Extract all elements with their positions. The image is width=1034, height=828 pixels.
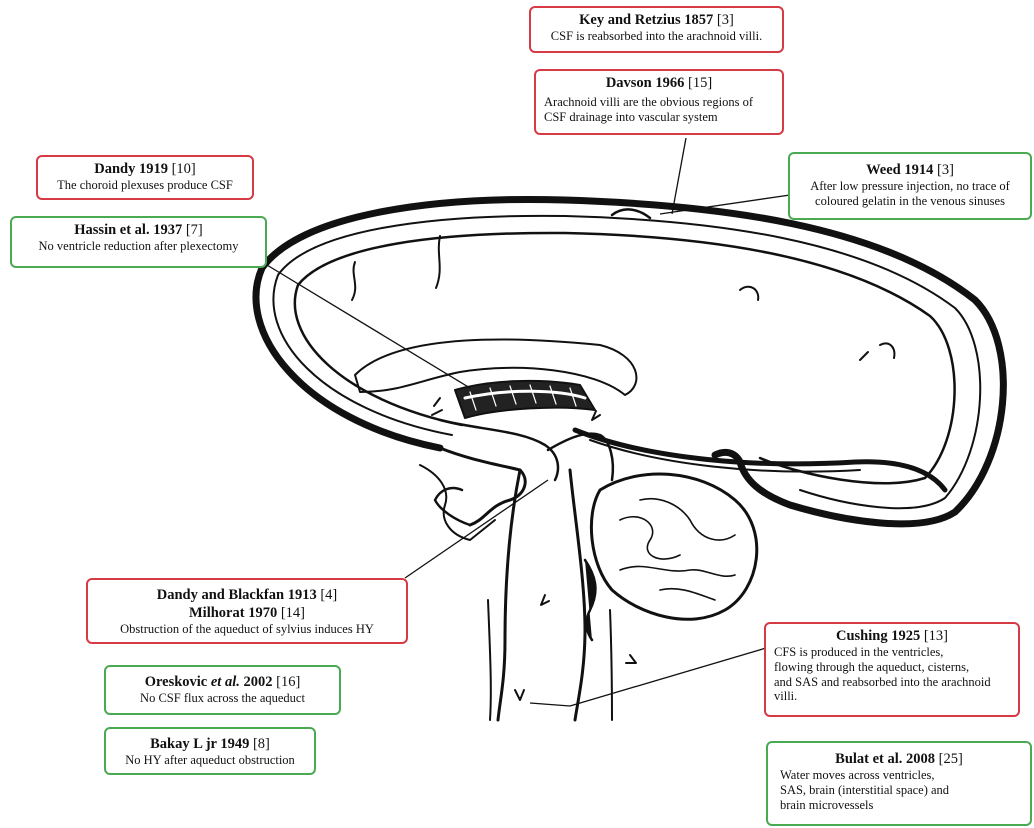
cerebellum xyxy=(591,474,756,619)
flow-arrow xyxy=(860,352,868,360)
finding-text-2: flowing through the aqueduct, cisterns, xyxy=(774,660,1010,675)
connector-cushing-2 xyxy=(530,703,570,706)
finding-text-1: Arachnoid villi are the obvious regions … xyxy=(544,95,774,110)
author: Weed 1914 xyxy=(866,162,933,178)
dandy-blackfan-box: Dandy and Blackfan 1913 [4] Milhorat 197… xyxy=(86,578,408,644)
dandy-1919-box: Dandy 1919 [10] The choroid plexuses pro… xyxy=(36,155,254,200)
author: Dandy 1919 xyxy=(94,161,168,177)
author: Key and Retzius 1857 xyxy=(579,12,713,28)
ref: [25] xyxy=(939,751,963,767)
flow-arrow xyxy=(515,690,524,700)
cerebellum-folia xyxy=(620,499,735,600)
bakay-box: Bakay L jr 1949 [8] No HY after aqueduct… xyxy=(104,727,316,775)
finding-text-1: CFS is produced in the ventricles, xyxy=(774,645,1010,660)
brainstem-posterior xyxy=(570,470,585,720)
weed-box: Weed 1914 [3] After low pressure injecti… xyxy=(788,152,1032,220)
author-em: et al. xyxy=(211,674,240,690)
davson-box: Davson 1966 [15] Arachnoid villi are the… xyxy=(534,69,784,135)
finding-text-3: and SAS and reabsorbed into the arachnoi… xyxy=(774,675,1010,690)
pituitary xyxy=(435,488,470,525)
arachnoid-villus xyxy=(352,262,355,300)
finding-text-1: Water moves across ventricles, xyxy=(776,768,1022,783)
arachnoid-villus xyxy=(880,343,894,358)
ref-2: [14] xyxy=(281,605,305,621)
arachnoid-villus xyxy=(436,236,440,288)
ref: [4] xyxy=(320,587,337,603)
flow-arrow xyxy=(432,398,442,415)
connector-cushing xyxy=(570,648,766,706)
finding-text: No ventricle reduction after plexectomy xyxy=(20,239,257,254)
finding-text: CSF is reabsorbed into the arachnoid vil… xyxy=(539,29,774,44)
author: Cushing 1925 xyxy=(836,628,920,644)
cushing-box: Cushing 1925 [13] CFS is produced in the… xyxy=(764,622,1020,717)
finding-text: Obstruction of the aqueduct of sylvius i… xyxy=(96,622,398,637)
author: Dandy and Blackfan 1913 xyxy=(157,587,317,603)
arachnoid-villus xyxy=(740,287,758,300)
finding-text: No HY after aqueduct obstruction xyxy=(114,753,306,768)
finding-text-2: coloured gelatin in the venous sinuses xyxy=(798,194,1022,209)
ref: [3] xyxy=(717,12,734,28)
finding-text: No CSF flux across the aqueduct xyxy=(114,691,331,706)
ref: [7] xyxy=(186,222,203,238)
finding-text-1: After low pressure injection, no trace o… xyxy=(798,179,1022,194)
flow-arrow xyxy=(626,655,636,663)
ref: [10] xyxy=(172,161,196,177)
ref: [16] xyxy=(276,674,300,690)
author-post: 2002 xyxy=(240,674,273,690)
connector-dandy-blackfan xyxy=(405,480,548,578)
finding-text-3: brain microvessels xyxy=(776,798,1022,813)
arachnoid-villus xyxy=(612,209,650,218)
author: Hassin et al. 1937 xyxy=(74,222,182,238)
oreskovic-box: Oreskovic et al. 2002 [16] No CSF flux a… xyxy=(104,665,341,715)
ref: [3] xyxy=(937,162,954,178)
ref: [13] xyxy=(924,628,948,644)
finding-text: The choroid plexuses produce CSF xyxy=(46,178,244,193)
hassin-box: Hassin et al. 1937 [7] No ventricle redu… xyxy=(10,216,267,268)
third-ventricle xyxy=(440,420,558,480)
author: Bulat et al. 2008 xyxy=(835,751,935,767)
fourth-ventricle xyxy=(585,560,595,640)
ref: [15] xyxy=(688,75,712,91)
finding-text-4: villi. xyxy=(774,689,1010,704)
finding-text-2: CSF drainage into vascular system xyxy=(544,110,774,125)
flow-arrow xyxy=(541,595,549,605)
author-pre: Oreskovic xyxy=(145,674,211,690)
connector-davson xyxy=(672,138,686,214)
sella xyxy=(420,465,495,540)
author: Bakay L jr 1949 xyxy=(150,736,249,752)
author-2: Milhorat 1970 xyxy=(189,605,277,621)
flow-arrow xyxy=(592,411,600,420)
tentorium xyxy=(575,430,945,490)
ref: [8] xyxy=(253,736,270,752)
bulat-box: Bulat et al. 2008 [25] Water moves acros… xyxy=(766,741,1032,826)
author: Davson 1966 xyxy=(606,75,685,91)
finding-text-2: SAS, brain (interstitial space) and xyxy=(776,783,1022,798)
key-retzius-box: Key and Retzius 1857 [3] CSF is reabsorb… xyxy=(529,6,784,53)
